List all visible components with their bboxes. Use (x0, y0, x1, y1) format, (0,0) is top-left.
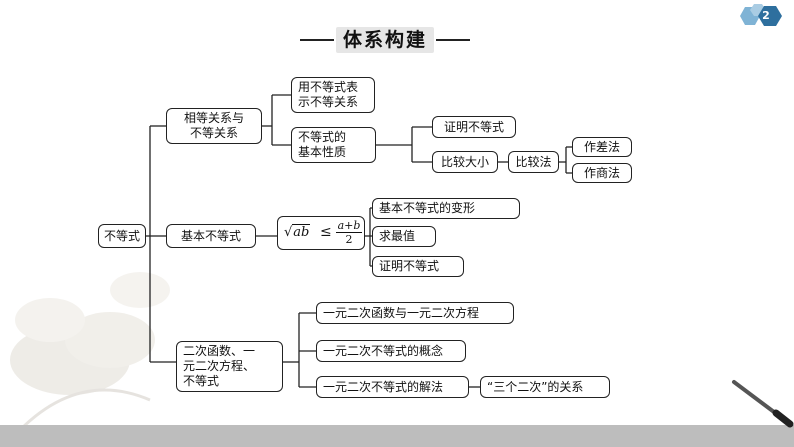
formula-relation: ≤ (320, 224, 332, 240)
radical-sign: √ (284, 225, 293, 240)
node-label: 证明不等式 (443, 119, 504, 134)
node-basic-inequality: 基本不等式 (166, 224, 256, 248)
node-represent-inequality: 用不等式表 示不等关系 (291, 77, 375, 113)
node-equality-relations: 相等关系与 不等关系 (166, 108, 262, 144)
node-label-line: 基本性质 (298, 145, 347, 159)
node-label-line: 不等关系 (189, 126, 238, 140)
node-label-line: 二次函数、一 (183, 344, 256, 358)
node-find-extremum: 求最值 (372, 226, 436, 247)
node-label: 基本不等式 (180, 228, 241, 243)
node-root-label: 不等式 (104, 228, 141, 243)
node-label: 一元二次不等式的解法 (323, 379, 444, 394)
page-title: 体系构建 (336, 27, 434, 53)
node-label: 比较大小 (440, 154, 489, 169)
title-rule-right (436, 39, 470, 41)
node-label: 一元二次函数与一元二次方程 (323, 305, 480, 320)
node-label: 基本不等式的变形 (379, 201, 476, 215)
node-quadratic-inequality-solution: 一元二次不等式的解法 (316, 376, 469, 398)
node-label: “三个二次”的关系 (487, 379, 584, 394)
brush-icon (732, 380, 794, 428)
page-number: 2 (762, 9, 770, 22)
node-prove-inequality-1: 证明不等式 (432, 116, 516, 138)
formula-radicand: ab (292, 224, 311, 240)
node-label-line: 示不等关系 (298, 95, 359, 109)
node-root: 不等式 (98, 224, 146, 248)
node-quadratic-function-equation: 一元二次函数与一元二次方程 (316, 302, 514, 324)
node-quotient-method: 作商法 (572, 163, 632, 183)
formula-denominator: 2 (345, 233, 353, 246)
node-label: 作商法 (583, 165, 620, 180)
node-label: 证明不等式 (379, 259, 440, 273)
node-label-line: 用不等式表 (298, 80, 359, 94)
node-quadratic-inequality-concept: 一元二次不等式的概念 (316, 340, 466, 362)
node-label-line: 元二次方程、 (183, 359, 256, 373)
flower-decoration (10, 272, 170, 432)
footer-bar (0, 425, 794, 447)
node-label: 比较法 (515, 154, 552, 169)
node-label-line: 不等式的 (298, 130, 347, 144)
node-label: 求最值 (379, 229, 416, 243)
node-label-line: 相等关系与 (183, 111, 244, 125)
node-compare-size: 比较大小 (432, 151, 498, 173)
hexagon-badge-icon (740, 4, 782, 26)
formula-numerator: a+b (336, 219, 362, 233)
node-difference-method: 作差法 (572, 137, 632, 157)
node-prove-inequality-2: 证明不等式 (372, 256, 464, 277)
node-inequality-variants: 基本不等式的变形 (372, 198, 520, 219)
node-label: 一元二次不等式的概念 (323, 343, 444, 358)
node-quadratic: 二次函数、一 元二次方程、 不等式 (176, 341, 283, 392)
basic-inequality-formula: √ab ≤ a+b 2 (277, 216, 365, 250)
formula-sqrt: √ab (284, 224, 311, 240)
node-comparison-method: 比较法 (508, 151, 559, 173)
section-title: 体系构建 (300, 27, 470, 53)
formula-fraction: a+b 2 (336, 219, 362, 246)
node-label: 作差法 (583, 139, 620, 154)
node-three-quadratics: “三个二次”的关系 (480, 376, 610, 398)
title-rule-left (300, 39, 334, 41)
node-label-line: 不等式 (183, 374, 220, 388)
node-inequality-properties: 不等式的 基本性质 (291, 127, 376, 163)
